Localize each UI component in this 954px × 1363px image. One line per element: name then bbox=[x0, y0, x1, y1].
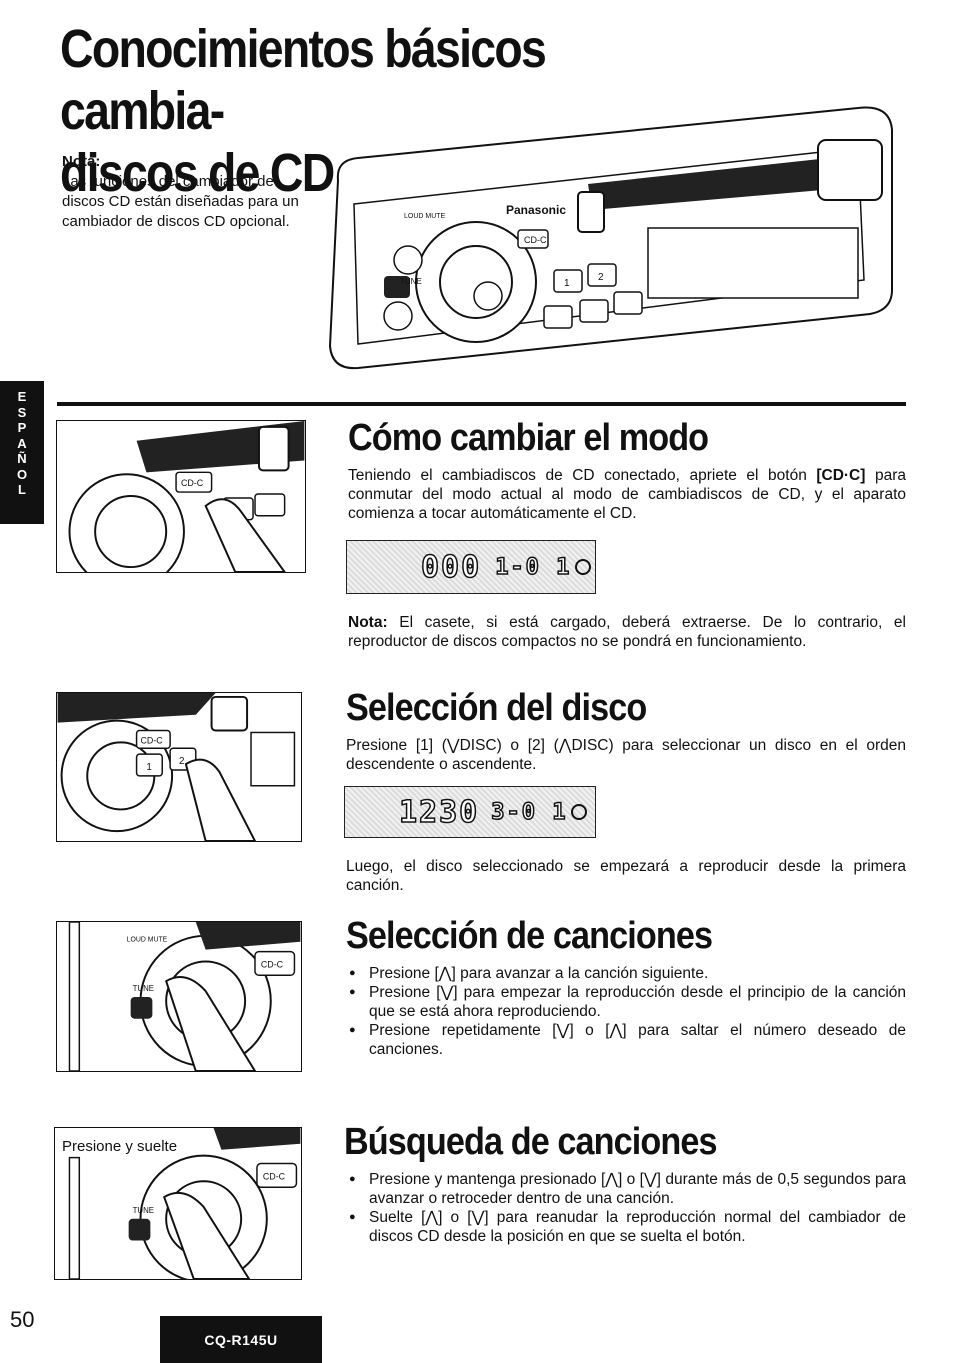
search-illustration-drawing: CD-C TUNE bbox=[68, 1128, 301, 1279]
tracks-illustration-drawing: CD-C LOUD MUTE TUNE bbox=[68, 922, 301, 1071]
mode-illustration-drawing: CD-C bbox=[68, 421, 305, 572]
model-number-badge: CQ-R145U bbox=[160, 1316, 322, 1363]
heading-search: Búsqueda de canciones bbox=[344, 1121, 718, 1163]
tab-letter: Ñ bbox=[17, 451, 27, 466]
mode-text: Teniendo el cambiadiscos de CD conectado… bbox=[348, 466, 906, 523]
title-line-2: discos de CD bbox=[60, 143, 335, 203]
page-title: Conocimientos básicos cambia- discos de … bbox=[60, 18, 714, 204]
car-stereo-illustration: Panasonic CD-C LOUD MUTE TUNE 1 2 bbox=[318, 100, 894, 382]
cd-c-label: CD-C bbox=[141, 735, 164, 745]
section-divider bbox=[57, 402, 906, 406]
title-line-1: Conocimientos básicos cambia- bbox=[60, 19, 547, 141]
lcd-display-disc: 1230 3-0 1 bbox=[344, 786, 596, 838]
heading-tracks: Selección de canciones bbox=[346, 915, 713, 957]
intro-note-label: Nota: bbox=[62, 153, 101, 170]
cd-c-label: CD-C bbox=[524, 235, 547, 245]
tracks-bullet-list: Presione [⋀] para avanzar a la canción s… bbox=[346, 964, 906, 1059]
disc-illustration-drawing: CD-C 1 2 bbox=[57, 693, 296, 841]
page-number: 50 bbox=[10, 1307, 35, 1332]
preset-1-label: 1 bbox=[564, 278, 570, 289]
cd-c-button-ref: [CD·C] bbox=[816, 467, 866, 484]
lcd-disc-digits: 1-0 1 bbox=[494, 554, 572, 581]
preset-2-label: 2 bbox=[179, 756, 184, 767]
illustration-caption: Presione y suelte bbox=[62, 1138, 178, 1155]
mode-note-label: Nota: bbox=[348, 614, 388, 631]
heading-mode: Cómo cambiar el modo bbox=[348, 417, 709, 459]
tune-label: TUNE bbox=[133, 984, 154, 993]
mode-note-text: El casete, si está cargado, deberá extra… bbox=[348, 614, 906, 650]
car-stereo-drawing: Panasonic CD-C LOUD MUTE TUNE 1 2 bbox=[328, 106, 893, 370]
tab-letter: P bbox=[17, 420, 27, 435]
tracks-illustration: CD-C LOUD MUTE TUNE bbox=[56, 921, 302, 1072]
mode-text-before: Teniendo el cambiadiscos de CD conectado… bbox=[348, 467, 817, 484]
tab-letter: O bbox=[16, 466, 28, 482]
tune-label: TUNE bbox=[133, 1206, 154, 1215]
disc-icon bbox=[575, 559, 592, 575]
brand-logo-text: Panasonic bbox=[506, 203, 566, 217]
tab-letter: L bbox=[18, 482, 26, 497]
search-bullet-list: Presione y mantenga presionado [⋀] o [⋁]… bbox=[346, 1170, 906, 1246]
cd-c-label: CD-C bbox=[263, 1171, 286, 1181]
cd-c-label: CD-C bbox=[261, 959, 284, 969]
preset-1-label: 1 bbox=[146, 762, 151, 773]
disc-illustration: CD-C 1 2 bbox=[56, 692, 302, 842]
lcd-main-digits: 000 bbox=[420, 549, 482, 586]
disc-icon bbox=[571, 804, 588, 820]
preset-2-label: 2 bbox=[598, 272, 604, 283]
list-item: Presione [⋁] para empezar la reproducció… bbox=[346, 983, 906, 1021]
tune-label: TUNE bbox=[400, 277, 422, 286]
disc-after-text: Luego, el disco seleccionado se empezará… bbox=[346, 858, 906, 894]
loud-mute-label: LOUD MUTE bbox=[404, 213, 446, 220]
mode-illustration: CD-C bbox=[56, 420, 306, 573]
list-item: Presione [⋀] para avanzar a la canción s… bbox=[346, 964, 906, 983]
list-item: Presione repetidamente [⋁] o [⋀] para sa… bbox=[346, 1021, 906, 1059]
lcd-disc-digits: 3-0 1 bbox=[490, 799, 568, 826]
mode-text-after: para conmutar del modo actual al modo de… bbox=[348, 467, 906, 522]
list-item: Presione y mantenga presionado [⋀] o [⋁]… bbox=[346, 1170, 906, 1208]
intro-note-text: Las funciones del cambiador de discos CD… bbox=[62, 173, 299, 230]
list-item: Suelte [⋀] o [⋁] para reanudar la reprod… bbox=[346, 1208, 906, 1246]
disc-text: Presione [1] (⋁DISC) o [2] (⋀DISC) para … bbox=[346, 737, 906, 773]
tab-letter: S bbox=[17, 404, 27, 420]
loud-mute-label: LOUD MUTE bbox=[127, 937, 168, 944]
heading-disc: Selección del disco bbox=[346, 687, 647, 729]
tab-letter: E bbox=[17, 389, 27, 404]
tab-letter: A bbox=[17, 435, 27, 451]
cd-c-label: CD-C bbox=[181, 478, 204, 488]
mode-note: Nota: El casete, si está cargado, deberá… bbox=[348, 613, 906, 651]
intro-note: Nota: Las funciones del cambiador de dis… bbox=[62, 152, 312, 232]
language-tab-espanol: E S P A Ñ O L bbox=[0, 381, 44, 524]
lcd-display-mode: 000 1-0 1 bbox=[346, 540, 596, 594]
lcd-main-digits: 1230 bbox=[398, 794, 480, 831]
